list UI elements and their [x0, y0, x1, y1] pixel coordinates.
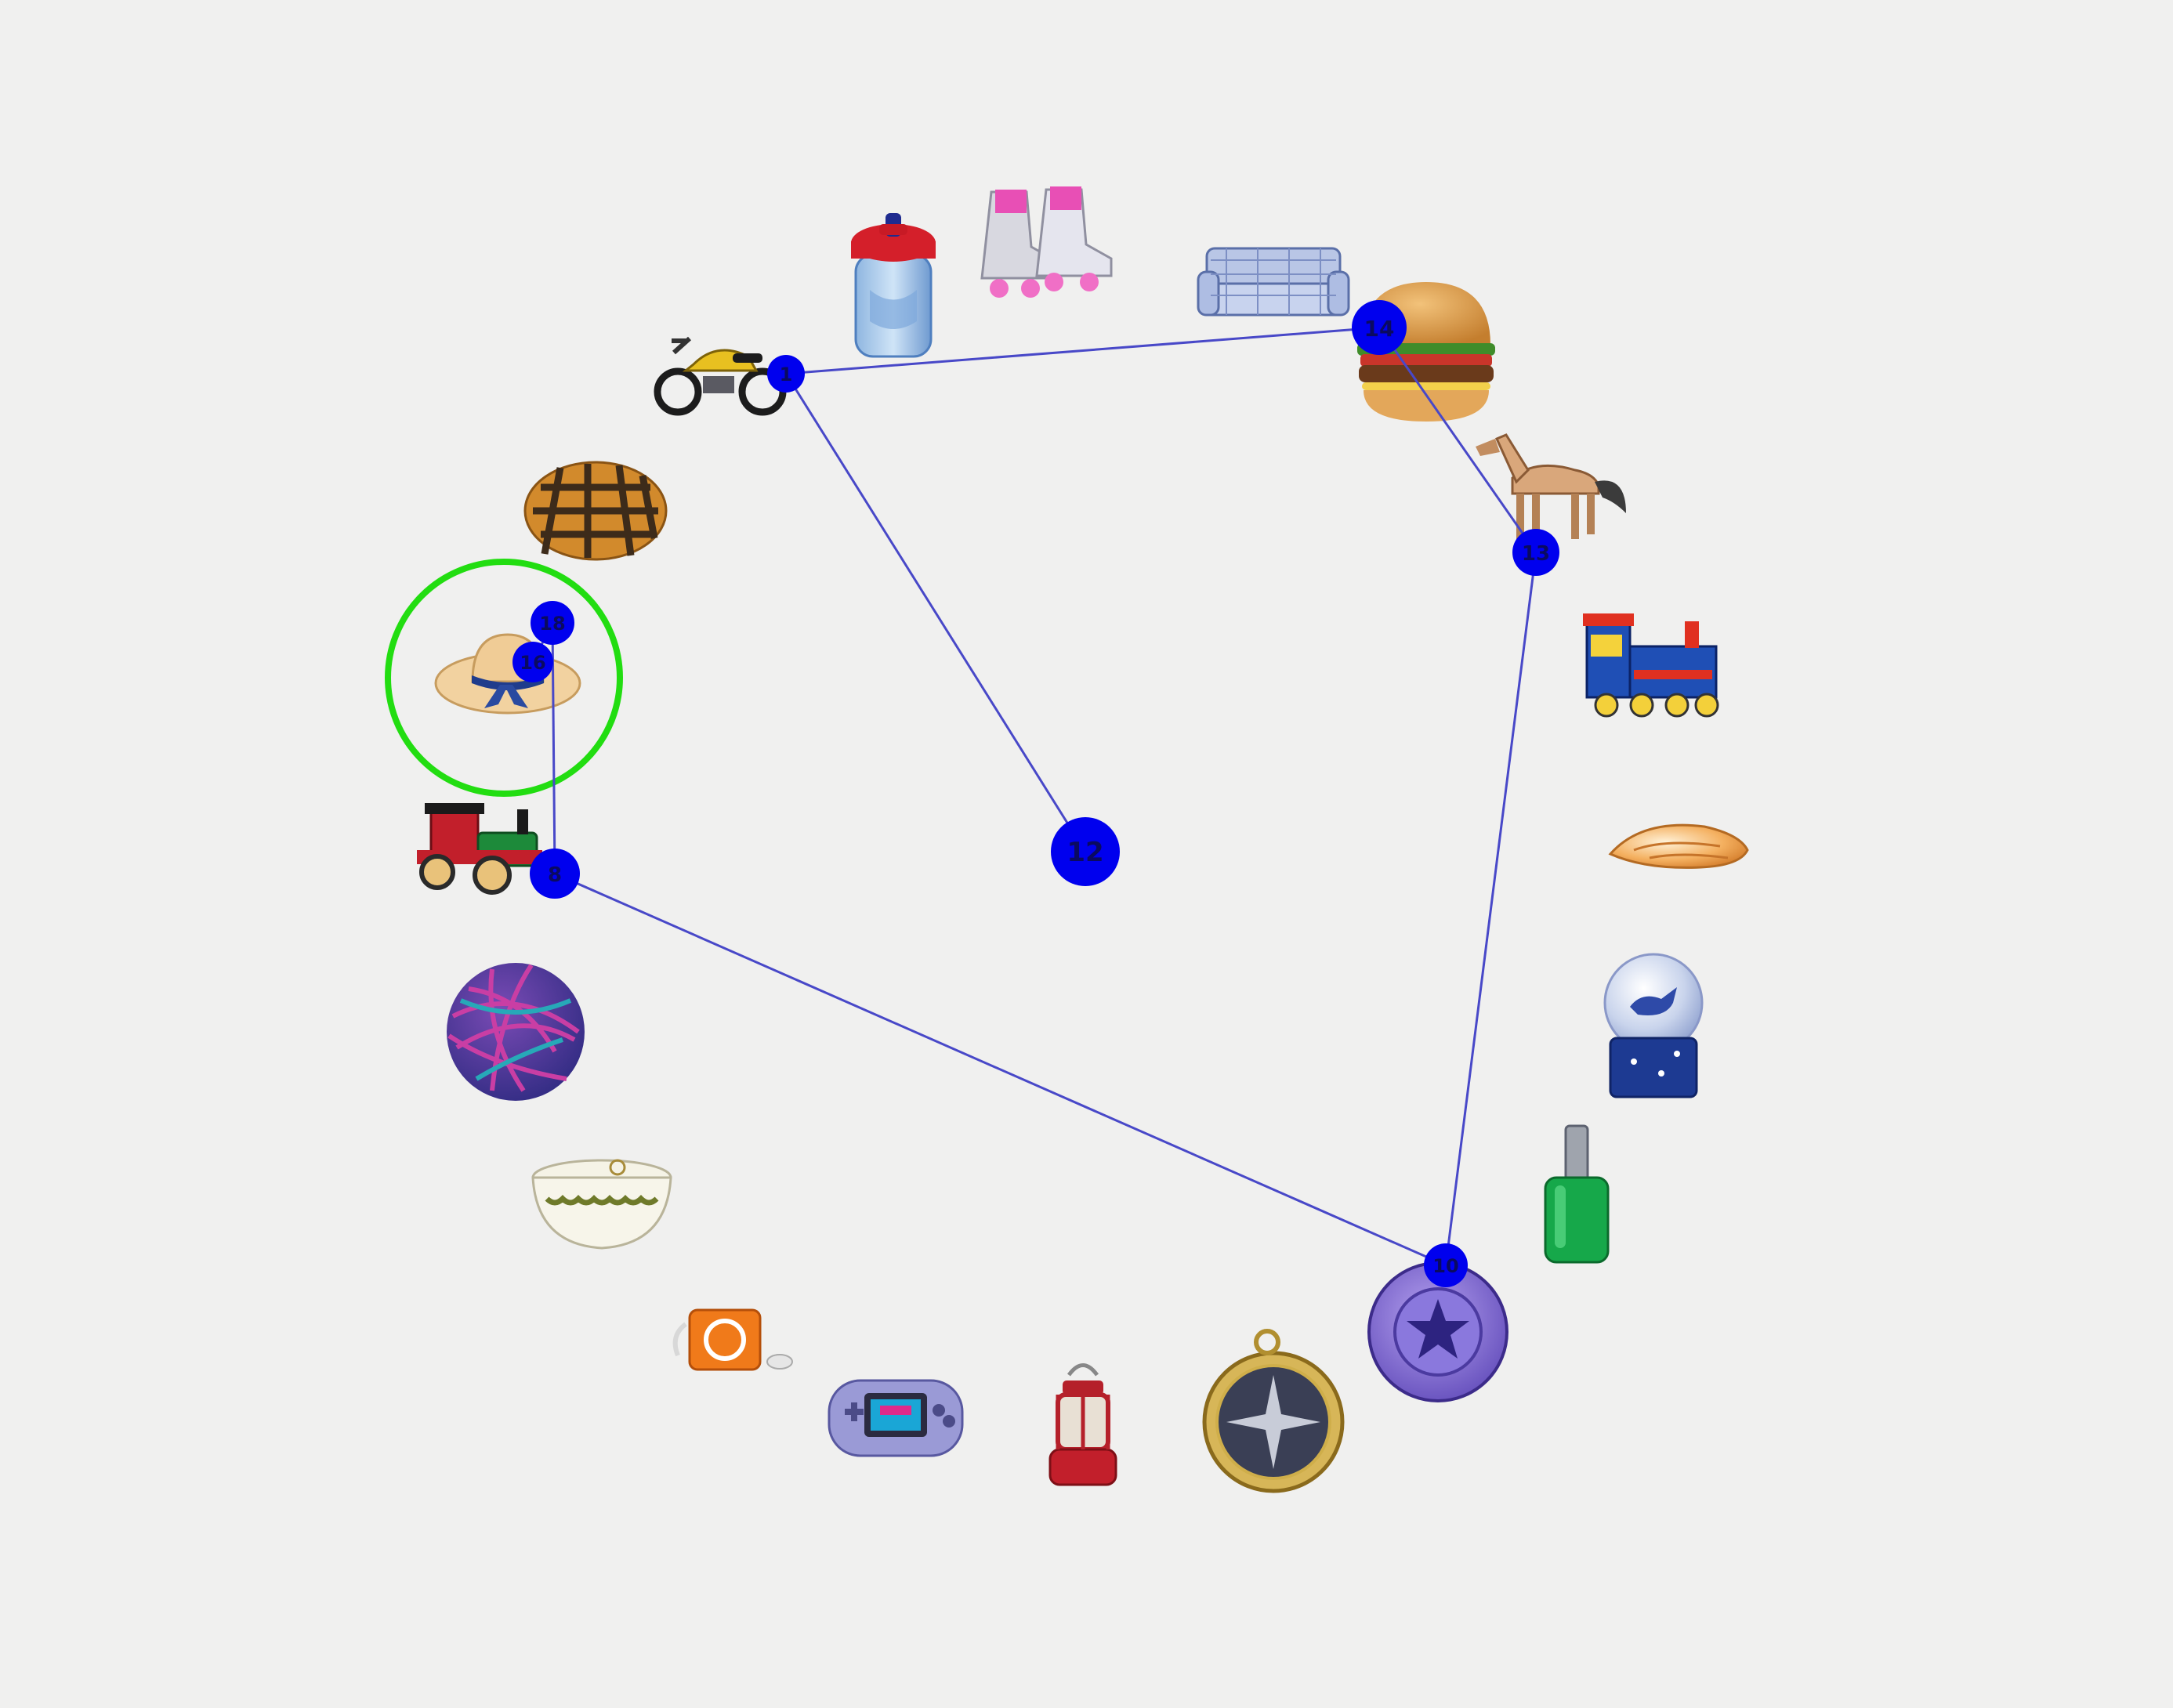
- toy-horse-icon: [1476, 433, 1626, 541]
- path-lines: [531, 326, 1537, 1267]
- lantern-icon: [1048, 1363, 1117, 1486]
- node-label: 18: [539, 613, 565, 635]
- sofa-icon: [1197, 247, 1350, 317]
- path-node: 18: [531, 601, 574, 645]
- hamburger-icon: [1357, 282, 1495, 422]
- yarn-ball-icon: [447, 963, 585, 1101]
- node-label: 16: [520, 652, 545, 674]
- path-segment: [1444, 552, 1537, 1266]
- path-node: 10: [1424, 1243, 1468, 1287]
- roller-skates-icon: [980, 186, 1113, 298]
- music-player-icon: [672, 1308, 793, 1371]
- path-node: 14: [1352, 300, 1407, 355]
- path-node: 1: [767, 355, 805, 393]
- path-nodes: 12 1 14 13 10 8 18 16: [512, 300, 1559, 1287]
- handheld-console-icon: [828, 1379, 964, 1457]
- snow-globe-icon: [1603, 953, 1704, 1098]
- path-node: 8: [530, 849, 580, 899]
- toy-train-icon: [1583, 613, 1719, 718]
- path-segment: [1378, 327, 1537, 553]
- motorcycle-icon: [654, 336, 787, 416]
- highlight-ring: [385, 559, 623, 797]
- node-label: 12: [1067, 837, 1103, 868]
- nail-polish-icon: [1544, 1124, 1610, 1264]
- path-node: 12: [1051, 817, 1120, 886]
- path-segment: [784, 373, 1087, 852]
- toy-car-icon: [417, 803, 542, 895]
- seashell-icon: [1608, 823, 1749, 869]
- compass-icon: [1202, 1329, 1345, 1493]
- node-label: 10: [1432, 1255, 1458, 1277]
- bread-icon: [523, 461, 668, 561]
- path-node: 13: [1512, 529, 1559, 576]
- yoyo-icon: [1367, 1261, 1508, 1402]
- node-label: 1: [780, 364, 793, 385]
- path-segment: [785, 326, 1380, 375]
- node-label: 14: [1364, 316, 1395, 342]
- bowl-icon: [531, 1159, 672, 1250]
- path-node: 16: [512, 642, 553, 682]
- node-label: 8: [548, 863, 562, 887]
- sippy-cup-icon: [851, 213, 936, 358]
- node-label: 13: [1522, 542, 1550, 566]
- straw-hat-icon: [434, 633, 581, 715]
- path-segment: [554, 872, 1447, 1267]
